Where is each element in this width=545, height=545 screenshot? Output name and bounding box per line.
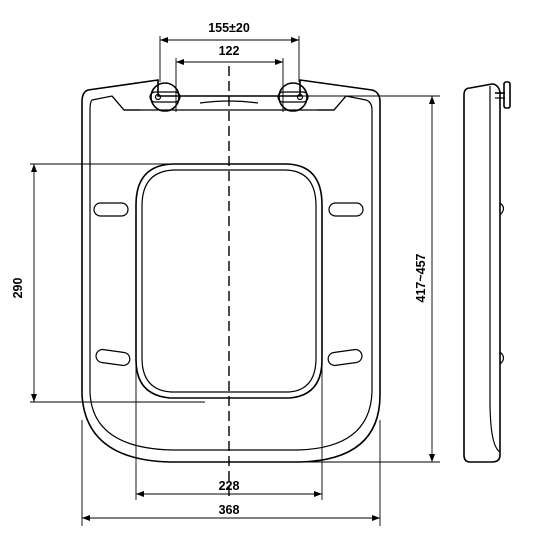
side-view-hinge-post: [503, 81, 511, 109]
dim-label-overall-width: 368: [219, 503, 240, 517]
seat-outer-outline: [81, 79, 381, 463]
side-view-bumper-top: [499, 202, 505, 216]
side-view-bumper-bottom: [499, 351, 505, 365]
dim-label-hinge-spacing: 122: [219, 44, 240, 58]
dimension-overall-length: 417~457: [300, 95, 440, 463]
side-view-inner-edge: [489, 86, 501, 453]
dimension-overall-width: 368: [81, 420, 381, 526]
hinge-notch-left: [111, 95, 140, 111]
seat-side-view: [463, 81, 511, 463]
inner-opening: [135, 163, 323, 399]
dimension-hinge-spacing: 122: [175, 44, 284, 112]
bumper-pad-bottom-right: [327, 348, 363, 367]
dimension-inner-width: 228: [135, 360, 323, 500]
dim-label-inner-height: 290: [11, 278, 25, 299]
bumper-pad-bottom-left: [95, 348, 131, 367]
bumper-pad-top-right: [328, 202, 364, 217]
dim-label-hinge-range: 155±20: [208, 21, 250, 35]
dim-label-overall-length: 417~457: [414, 253, 428, 302]
bumper-pad-top-left: [93, 202, 129, 217]
seat-inner-outline: [89, 95, 373, 451]
hinge-right: [277, 82, 309, 112]
seat-top-view: [81, 66, 381, 498]
hinge-notch-right: [318, 95, 347, 111]
dim-label-inner-width: 228: [219, 479, 240, 493]
hinge-left: [149, 82, 181, 112]
dimension-inner-height: 290: [11, 163, 215, 403]
dimension-hinge-range: 155±20: [159, 21, 300, 82]
inner-opening-rim: [141, 169, 317, 393]
side-view-outline: [463, 83, 501, 463]
